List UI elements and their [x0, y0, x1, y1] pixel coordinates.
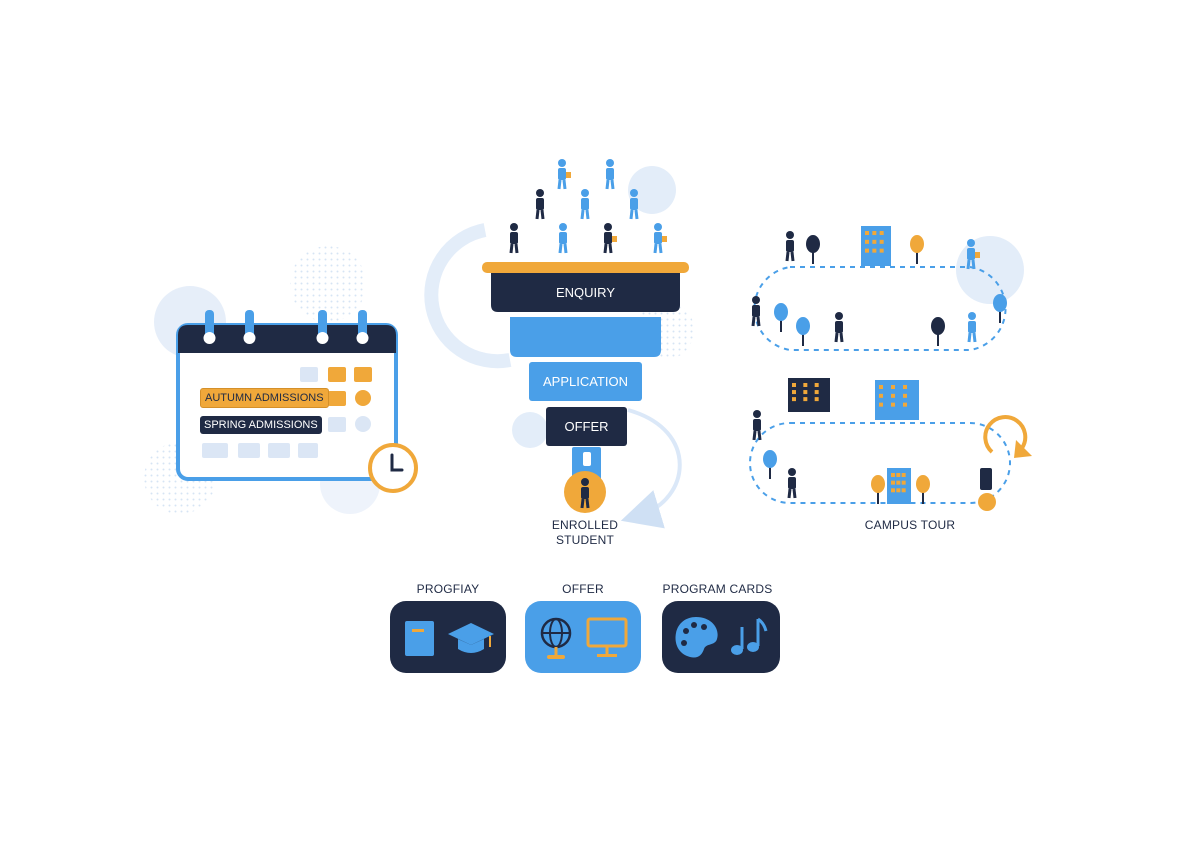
tree-icon	[806, 235, 820, 264]
globe-icon	[540, 617, 572, 659]
building-icon	[788, 378, 830, 412]
funnel-stage-offer	[546, 407, 627, 446]
enrolled-student-label: ENROLLED STUDENT	[551, 518, 619, 547]
tree-icon	[796, 317, 810, 346]
decor-circle	[512, 412, 548, 448]
campus-items	[751, 226, 1007, 504]
funnel	[482, 262, 689, 513]
person-icon	[751, 296, 761, 327]
person-icon	[629, 189, 639, 220]
funnel-rim	[482, 262, 689, 273]
calendar-rings	[203, 310, 369, 344]
tree-icon	[916, 475, 930, 504]
building-icon	[875, 380, 919, 420]
program-card-0[interactable]	[390, 601, 506, 673]
person-icon	[603, 223, 617, 254]
card-title-0: PROGFIAY	[416, 582, 480, 596]
campus-tour-label: CAMPUS TOUR	[864, 518, 956, 532]
person-icon	[580, 478, 590, 509]
card-icons-2	[675, 617, 768, 658]
signpost-icon	[980, 468, 992, 490]
tree-icon	[931, 317, 945, 346]
loop-arrow-icon	[983, 415, 1028, 454]
crowd	[509, 159, 667, 509]
building-icon	[887, 468, 911, 504]
tree-icon	[910, 235, 924, 264]
funnel-stage-application	[529, 362, 642, 401]
person-icon	[605, 159, 615, 190]
tree-icon	[774, 303, 788, 332]
decor-circle	[628, 166, 676, 214]
decor-circle	[956, 236, 1024, 304]
book-icon	[405, 621, 434, 656]
monitor-icon	[586, 617, 628, 657]
person-icon	[787, 468, 797, 499]
tour-path-top	[753, 266, 1007, 351]
spring-admissions-tag: SPRING ADMISSIONS	[200, 416, 322, 434]
person-icon	[967, 312, 977, 343]
card-icons-1	[540, 617, 628, 659]
card-title-1: OFFER	[562, 582, 604, 596]
campus-tour-map	[749, 266, 1032, 511]
funnel-label-offer: OFFER	[564, 419, 609, 434]
calendar-header	[178, 325, 396, 353]
decor-dots	[290, 246, 366, 322]
program-card-1[interactable]	[525, 601, 641, 673]
person-icon	[535, 189, 545, 220]
person-icon	[785, 231, 795, 262]
tree-icon	[763, 450, 777, 479]
person-icon	[966, 239, 980, 270]
calendar-cells	[202, 367, 372, 458]
funnel-label-application: APPLICATION	[542, 374, 628, 389]
person-icon	[834, 312, 844, 343]
funnel-label-enquiry: ENQUIRY	[556, 285, 615, 300]
card-icons-0	[405, 621, 494, 656]
tree-icon	[993, 294, 1007, 323]
return-arrow	[620, 408, 682, 529]
program-card-2[interactable]	[662, 601, 780, 673]
music-note-icon	[731, 617, 768, 655]
person-icon	[558, 223, 568, 254]
person-icon	[509, 223, 519, 254]
person-icon	[580, 189, 590, 220]
graduation-cap-icon	[448, 623, 494, 653]
autumn-admissions-tag: AUTUMN ADMISSIONS	[200, 388, 329, 408]
decor-arc	[424, 223, 512, 369]
funnel-stage-enquiry	[491, 273, 680, 312]
tree-icon	[871, 475, 885, 504]
person-icon	[653, 223, 667, 254]
card-title-2: PROGRAM CARDS	[662, 582, 773, 596]
person-icon	[557, 159, 571, 190]
palette-icon	[675, 617, 718, 658]
building-icon	[861, 226, 891, 266]
clock-icon	[368, 443, 418, 493]
tour-endpoint	[978, 493, 996, 511]
funnel-stage-blank	[510, 317, 661, 357]
person-icon	[752, 410, 762, 441]
